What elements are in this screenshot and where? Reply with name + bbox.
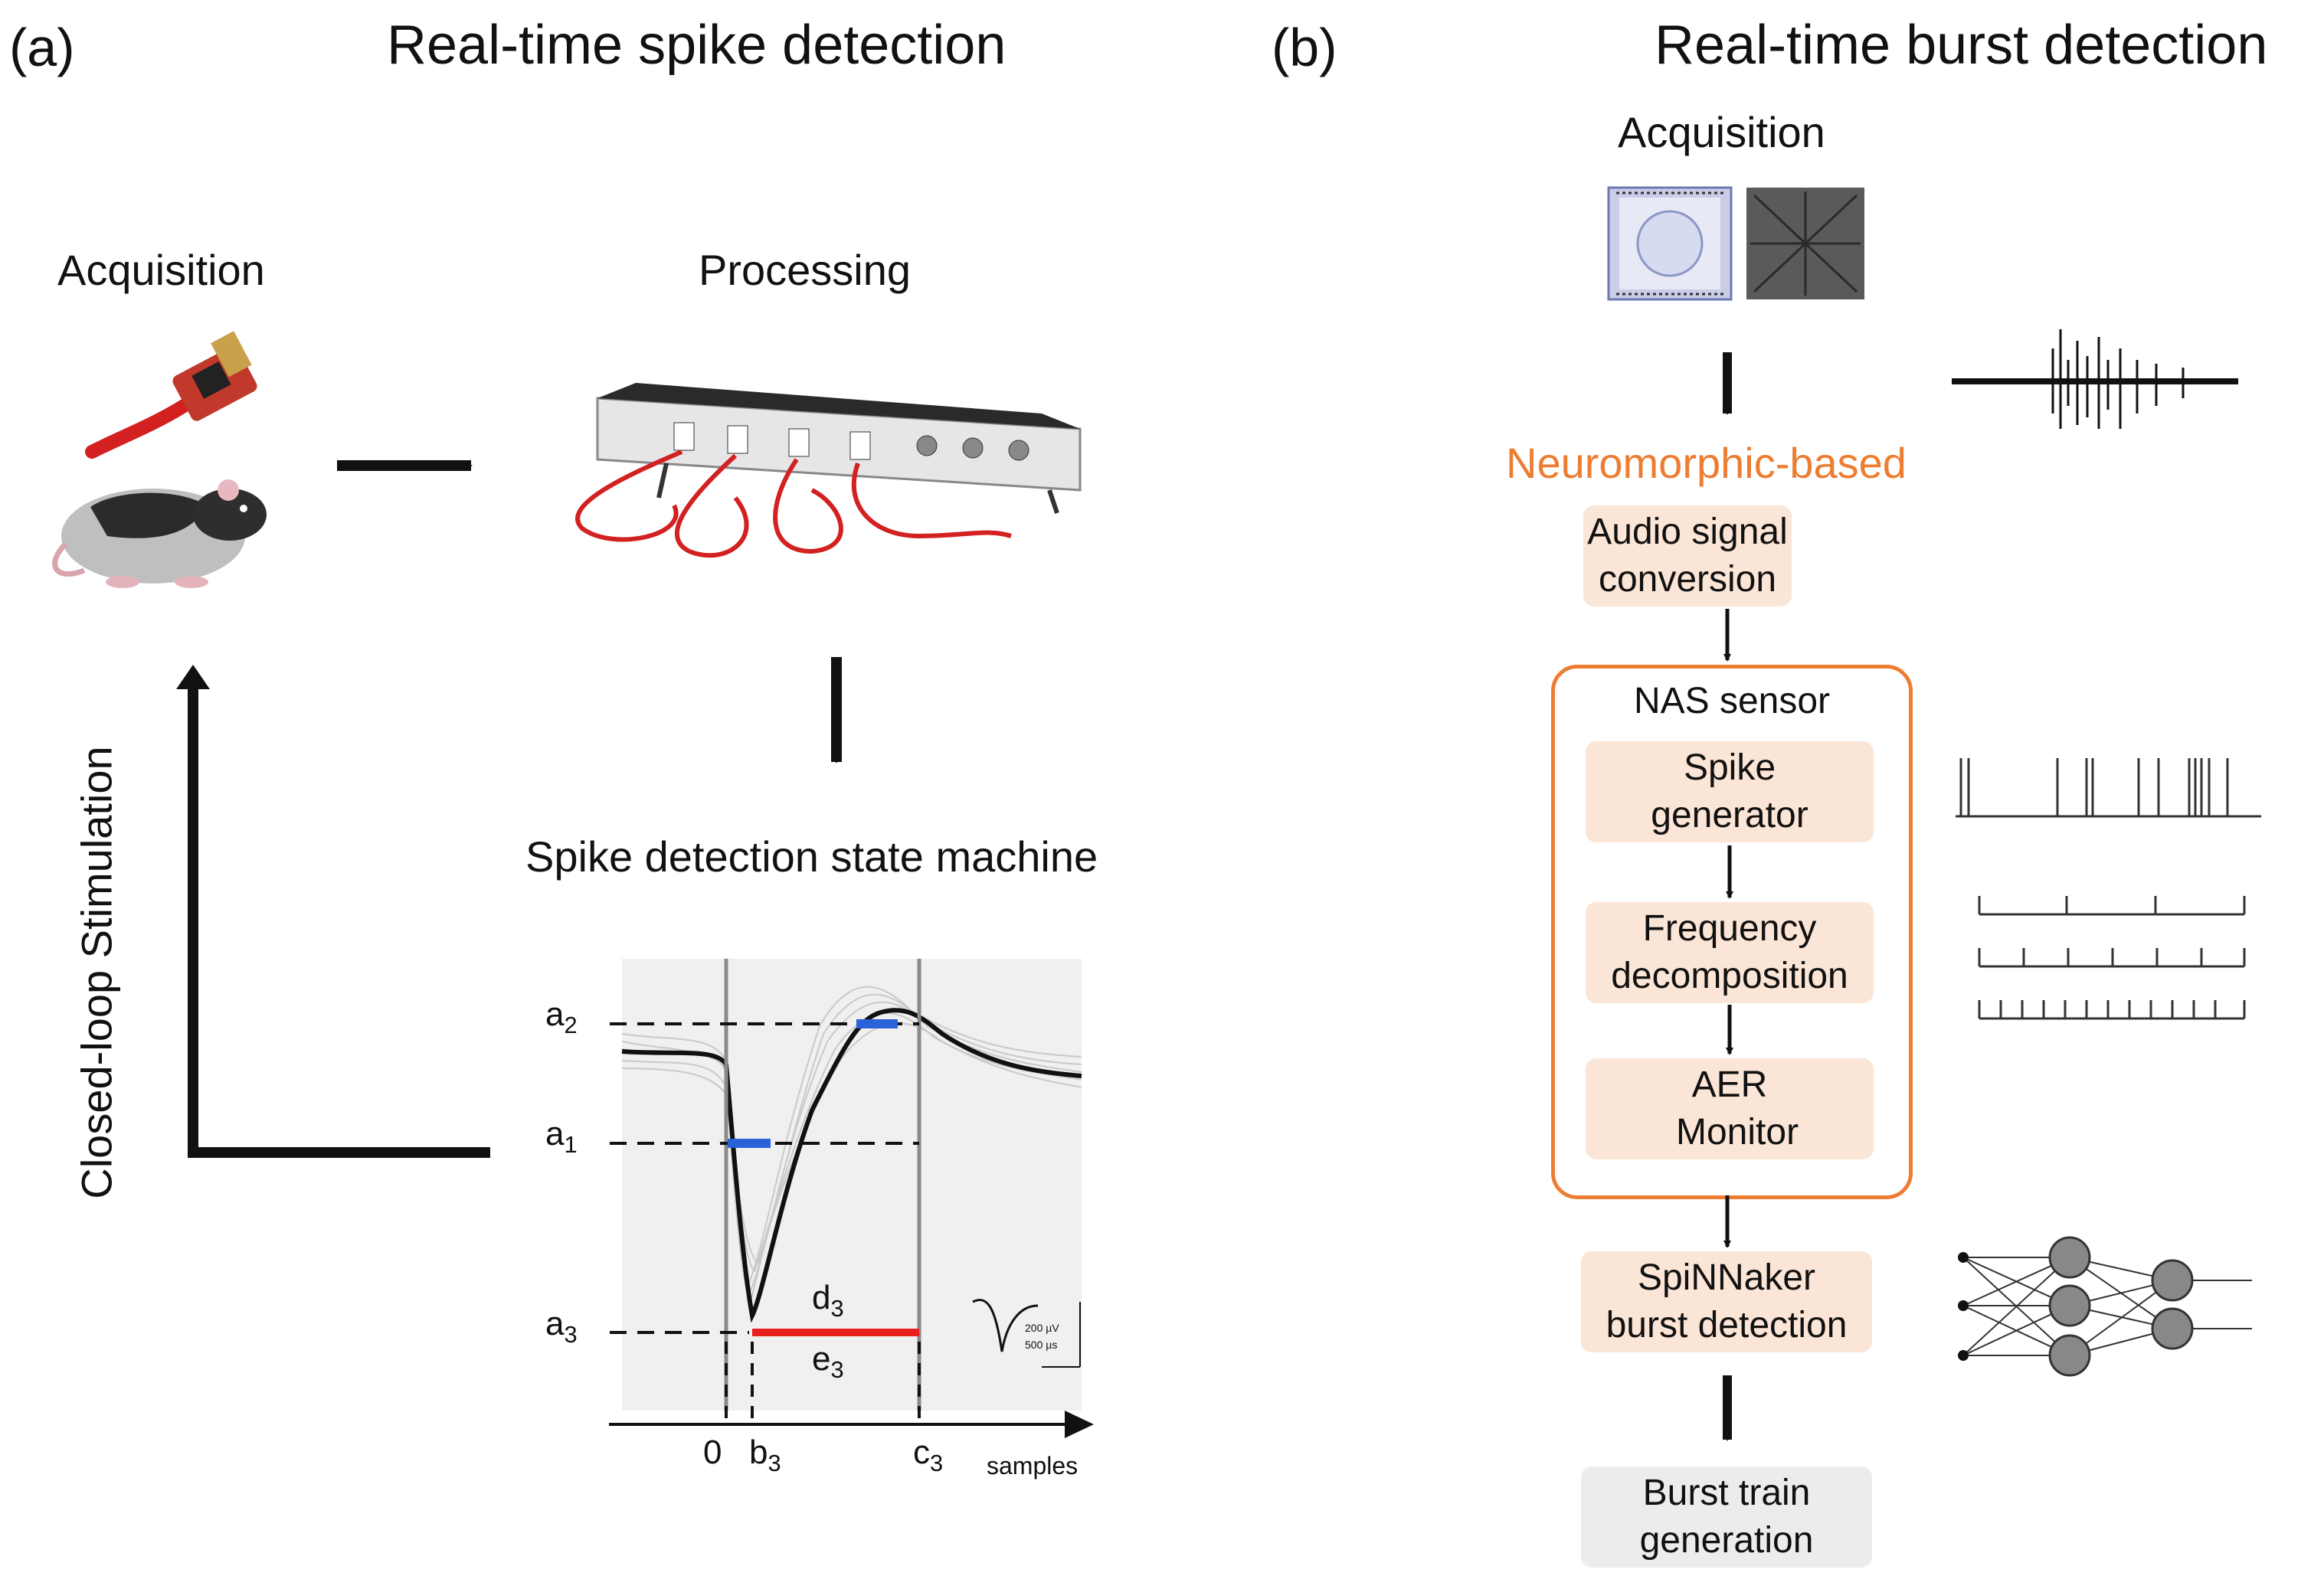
spinnaker-box: SpiNNaker burst detection <box>1581 1251 1872 1352</box>
frequency-decomposition-text: Frequency decomposition <box>1611 908 1848 996</box>
plot-background <box>622 959 1082 1411</box>
label-a1: a1 <box>545 1115 578 1159</box>
frequency-decomposition-box: Frequency decomposition <box>1586 902 1874 1003</box>
tick-label-c3: c3 <box>913 1434 944 1476</box>
closed-loop-arrow <box>176 665 490 1158</box>
panel-a-title: Real-time spike detection <box>387 15 1007 76</box>
neuromorphic-label: Neuromorphic-based <box>1506 439 1907 487</box>
state-machine-title: Spike detection state machine <box>525 832 1098 881</box>
amplifier-rack-icon <box>575 383 1082 558</box>
label-e3: e3 <box>812 1340 844 1383</box>
audio-conversion-text: Audio signal conversion <box>1587 512 1788 600</box>
panel-b-label: (b) <box>1272 18 1337 77</box>
acquisition-label-a: Acquisition <box>57 246 265 294</box>
burst-train-box: Burst train generation <box>1581 1466 1872 1568</box>
audio-conversion-box: Audio signal conversion <box>1583 505 1792 607</box>
label-d3: d3 <box>812 1279 844 1322</box>
scale-label-us: 500 µs <box>1025 1339 1058 1351</box>
label-a3: a3 <box>545 1305 578 1349</box>
aer-monitor-text: AER Monitor <box>1676 1064 1799 1153</box>
spinnaker-text: SpiNNaker burst detection <box>1606 1257 1848 1345</box>
burst-train-text: Burst train generation <box>1639 1473 1814 1561</box>
frequency-band-rasters <box>1978 896 2246 1020</box>
spike-train-raster <box>1956 758 2261 818</box>
x-axis-label: samples <box>987 1452 1079 1479</box>
panel-b-title: Real-time burst detection <box>1655 15 2268 76</box>
processing-label: Processing <box>699 246 912 294</box>
nas-sensor-label: NAS sensor <box>1633 681 1831 721</box>
neural-network-icon <box>1958 1236 2252 1377</box>
label-a1-text: a1 <box>545 1115 578 1158</box>
headstage-icon <box>85 331 257 459</box>
x-axis-arrowhead <box>1065 1411 1094 1438</box>
scale-bar-inset <box>972 1299 1081 1368</box>
panel-a-label: (a) <box>9 18 75 77</box>
tick-label-b3: b3 <box>749 1434 781 1476</box>
label-a3-text: a3 <box>545 1305 578 1348</box>
nas-sensor-frame <box>1551 665 1913 1199</box>
rat-icon <box>52 479 267 588</box>
aer-monitor-box: AER Monitor <box>1586 1058 1874 1159</box>
mea-grid-icon <box>1746 188 1864 299</box>
label-a2-text: a2 <box>545 996 578 1038</box>
label-a2: a2 <box>545 996 578 1039</box>
spike-generator-text: Spike generator <box>1651 747 1808 835</box>
acquisition-label-b: Acquisition <box>1618 108 1825 156</box>
mea-chip-icon <box>1607 186 1733 301</box>
tick-label-0: 0 <box>703 1434 722 1471</box>
spike-plot <box>609 959 1094 1438</box>
scale-label-uv: 200 µV <box>1025 1322 1059 1334</box>
raw-signal-trace <box>1952 329 2238 429</box>
spike-generator-box: Spike generator <box>1586 741 1874 842</box>
